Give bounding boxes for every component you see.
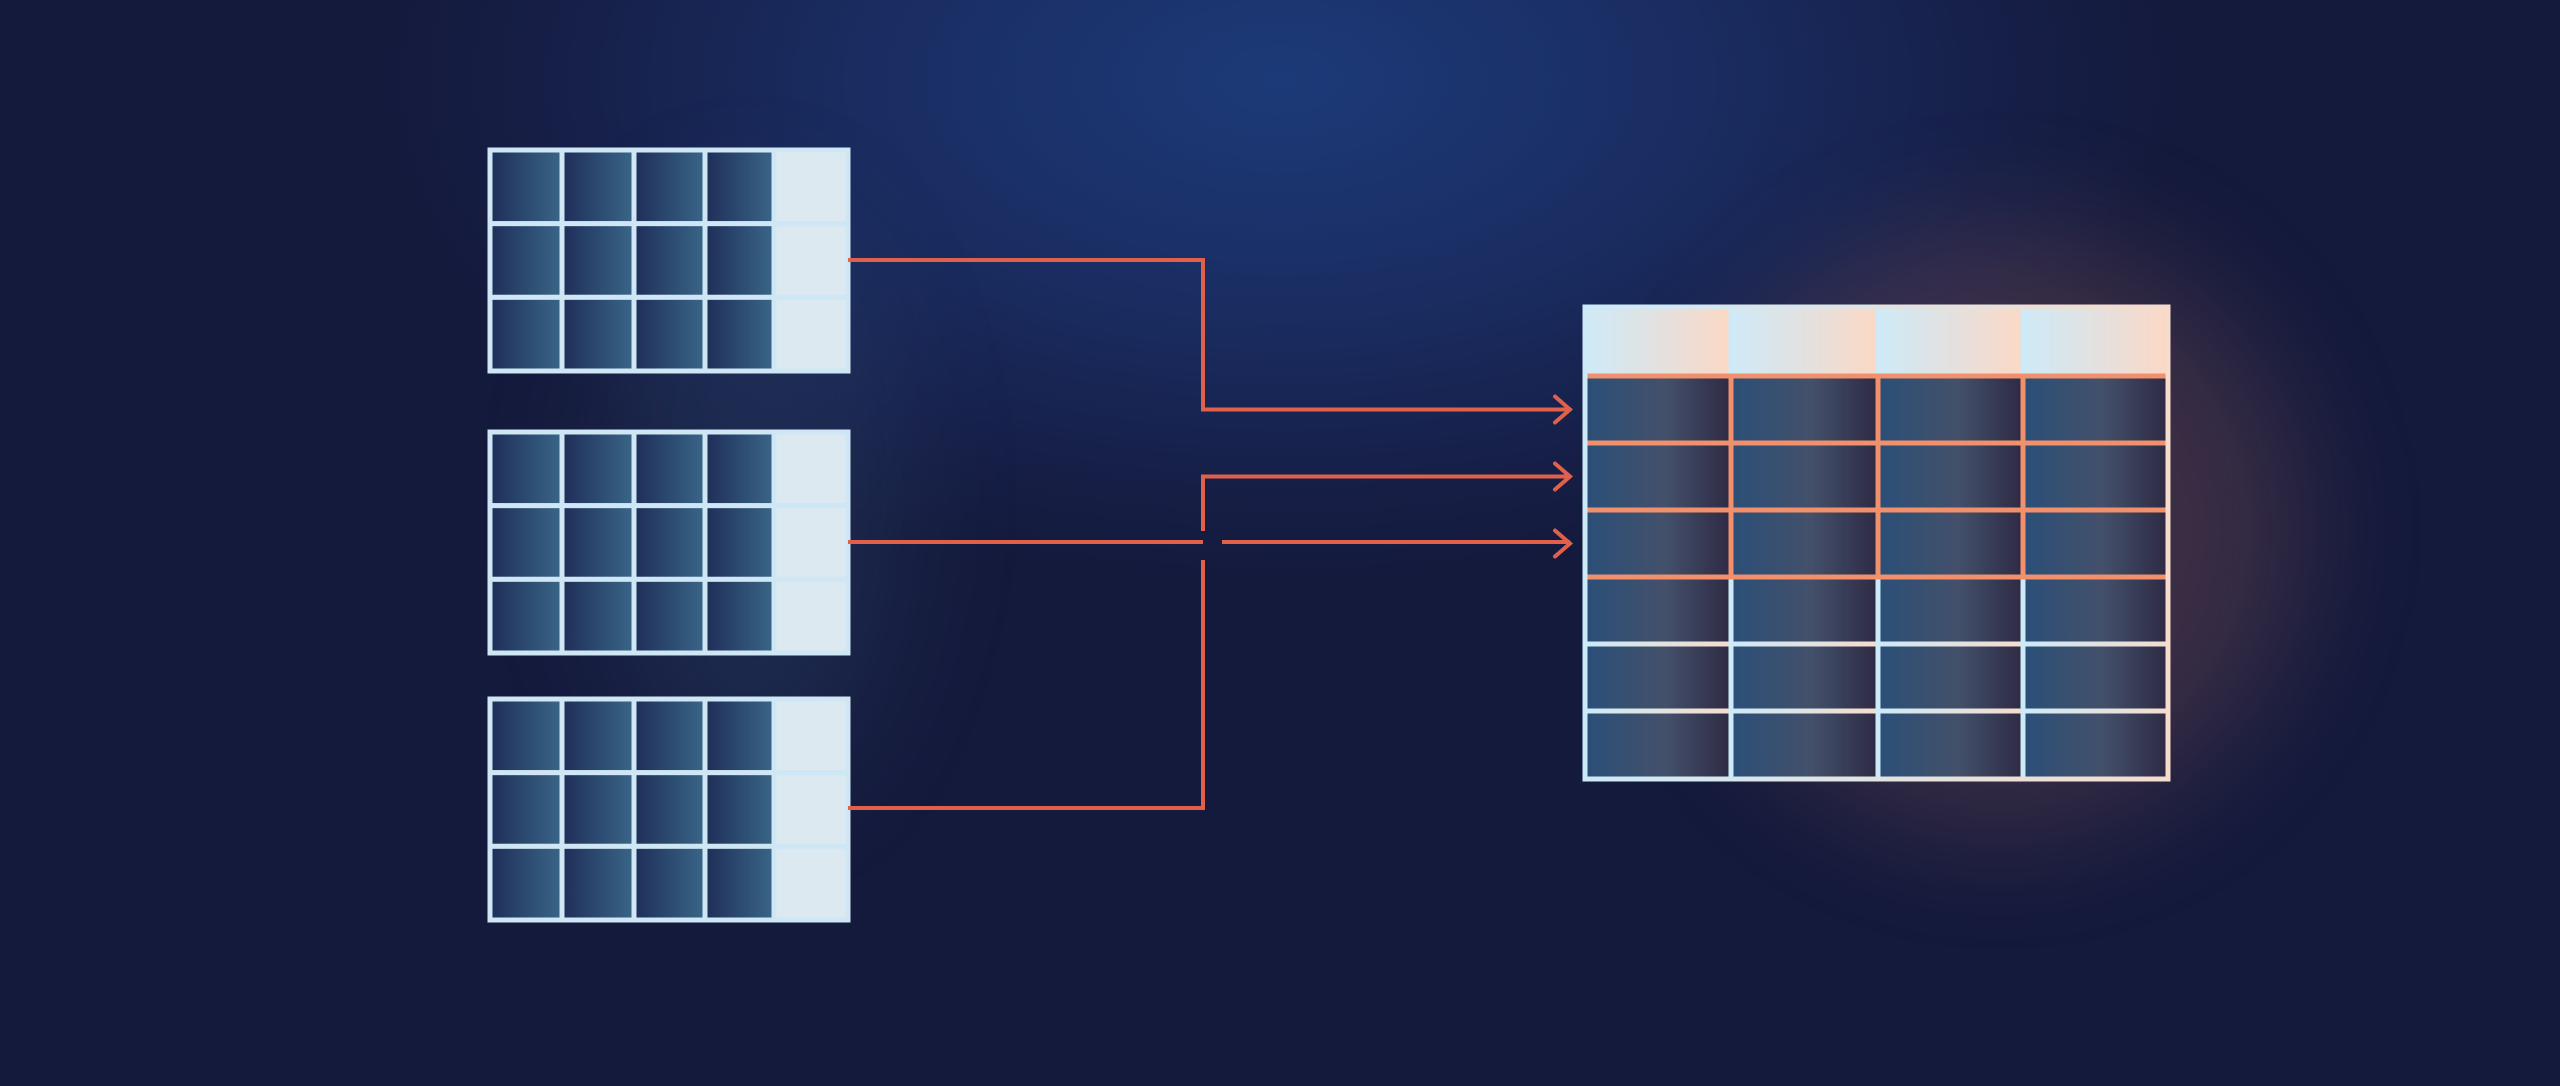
table-cell — [702, 576, 777, 656]
table-cell — [631, 696, 708, 776]
table-cell — [559, 843, 637, 923]
table-cell — [559, 221, 637, 300]
header-cell — [1582, 304, 1734, 379]
connector-line — [848, 474, 1570, 810]
table-cell — [559, 147, 637, 227]
table-cell — [1582, 641, 1734, 714]
table-cell — [1582, 373, 1734, 446]
table-cell — [1728, 440, 1881, 513]
table-cell — [631, 770, 708, 849]
table-cell — [2020, 373, 2171, 446]
table-cell — [2020, 507, 2171, 580]
table-cell — [1875, 574, 2026, 647]
table-cell — [631, 294, 708, 374]
connector-line — [848, 258, 1570, 412]
table-cell — [1582, 440, 1734, 513]
source-table-2 — [487, 429, 851, 656]
highlight-cell — [771, 843, 851, 923]
table-cell — [1582, 574, 1734, 647]
table-cell — [559, 696, 637, 776]
table-cell — [702, 147, 777, 227]
table-cell — [487, 294, 565, 374]
table-cell — [1875, 373, 2026, 446]
highlight-cell — [771, 294, 851, 374]
table-cell — [631, 429, 708, 509]
table-cell — [702, 843, 777, 923]
highlight-cell — [771, 503, 851, 582]
table-cell — [631, 147, 708, 227]
table-cell — [559, 770, 637, 849]
table-cell — [559, 503, 637, 582]
table-cell — [487, 696, 565, 776]
table-cell — [1875, 641, 2026, 714]
connector-1 — [848, 258, 1574, 425]
source-table-3 — [487, 696, 851, 923]
table-cell — [702, 221, 777, 300]
source-table-1 — [487, 147, 851, 374]
table-cell — [702, 294, 777, 374]
arrowhead-icon — [1553, 394, 1574, 425]
table-cell — [2020, 574, 2171, 647]
table-cell — [631, 843, 708, 923]
table-cell — [1728, 641, 1881, 714]
table-cell — [1582, 507, 1734, 580]
table-cell — [702, 696, 777, 776]
connector-2 — [848, 528, 1574, 559]
header-cell — [1728, 304, 1881, 379]
table-cell — [559, 294, 637, 374]
table-cell — [1582, 708, 1734, 782]
table-cell — [559, 429, 637, 509]
table-cell — [2020, 440, 2171, 513]
table-cell — [2020, 708, 2171, 782]
highlight-cell — [771, 147, 851, 227]
connector-3 — [848, 461, 1574, 810]
table-cell — [487, 770, 565, 849]
table-cell — [1728, 574, 1881, 647]
table-cell — [487, 221, 565, 300]
table-cell — [702, 429, 777, 509]
table-cell — [1875, 507, 2026, 580]
highlight-cell — [771, 221, 851, 300]
table-cell — [702, 503, 777, 582]
arrowhead-icon — [1553, 461, 1574, 492]
header-cell — [1875, 304, 2026, 379]
highlight-cell — [771, 429, 851, 509]
table-cell — [487, 843, 565, 923]
table-cell — [487, 503, 565, 582]
table-cell — [487, 147, 565, 227]
table-cell — [1875, 708, 2026, 782]
highlight-cell — [771, 576, 851, 656]
table-cell — [1728, 373, 1881, 446]
table-cell — [631, 503, 708, 582]
table-cell — [1728, 507, 1881, 580]
table-cell — [487, 429, 565, 509]
table-cell — [631, 221, 708, 300]
table-cell — [631, 576, 708, 656]
arrowhead-icon — [1553, 528, 1574, 559]
header-cell — [2020, 304, 2171, 379]
highlight-cell — [771, 770, 851, 849]
target-table — [1582, 304, 2171, 782]
table-cell — [2020, 641, 2171, 714]
table-border — [1582, 304, 2171, 782]
table-cell — [1875, 440, 2026, 513]
table-cell — [1728, 708, 1881, 782]
table-cell — [559, 576, 637, 656]
highlight-cell — [771, 696, 851, 776]
table-cell — [702, 770, 777, 849]
table-cell — [487, 576, 565, 656]
